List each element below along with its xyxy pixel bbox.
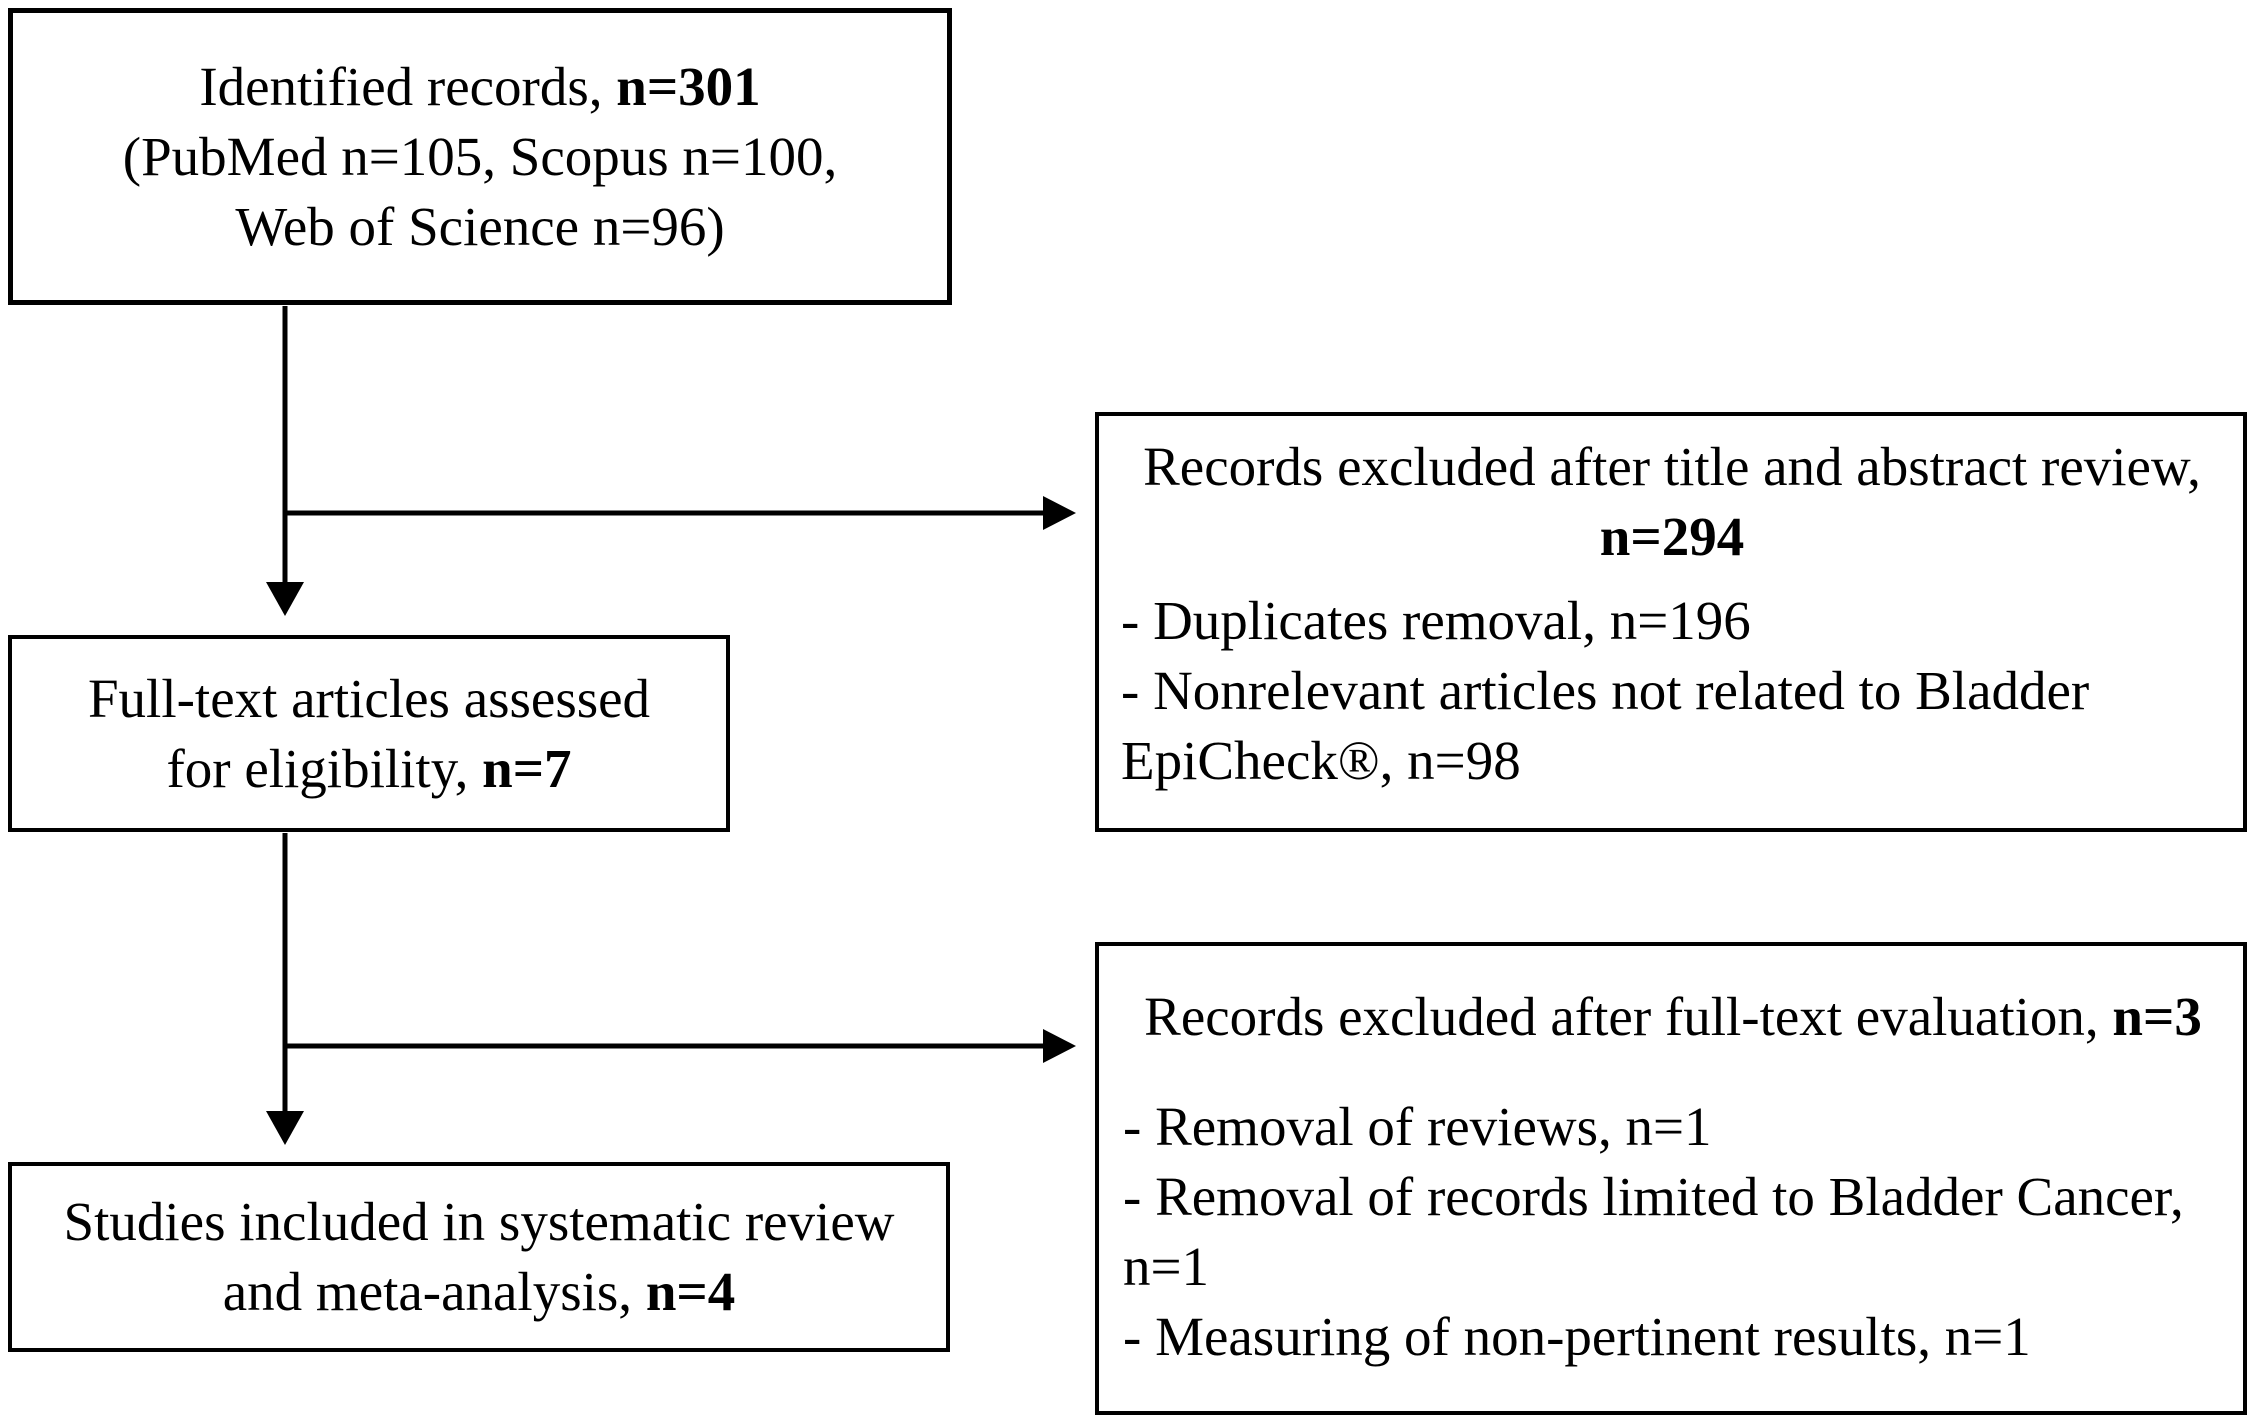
identified-records-box: Identified records, n=301 (PubMed n=105,…	[8, 8, 952, 305]
identified-records-line3: Web of Science n=96)	[235, 195, 725, 257]
fulltext-assessed-line1: Full-text articles assessed	[87, 667, 651, 729]
arrow-identified-to-fulltext	[266, 306, 304, 616]
excluded-fulltext-header: Records excluded after full-text evaluat…	[1123, 982, 2223, 1052]
arrow-branch-to-excluded-title-abstract	[285, 496, 1076, 530]
excluded-fulltext-box: Records excluded after full-text evaluat…	[1095, 942, 2247, 1415]
excluded-fulltext-bullet: - Removal of records limited to Bladder …	[1123, 1166, 2184, 1297]
fulltext-assessed-box: Full-text articles assessed for eligibil…	[8, 635, 730, 832]
arrow-fulltext-to-included	[266, 833, 304, 1145]
excluded-fulltext-header-text: Records excluded after full-text evaluat…	[1144, 986, 2099, 1047]
excluded-fulltext-count: n=3	[2112, 986, 2202, 1047]
included-studies-line1: Studies included in systematic review	[63, 1191, 895, 1252]
included-studies-line2: and meta-analysis, n=4	[223, 1257, 736, 1327]
excluded-title-abstract-count: n=294	[1599, 506, 1745, 567]
excluded-title-abstract-box: Records excluded after title and abstrac…	[1095, 412, 2247, 832]
identified-records-line2: (PubMed n=105, Scopus n=100,	[122, 125, 838, 187]
fulltext-assessed-count: n=7	[482, 737, 572, 799]
fulltext-assessed-line2: for eligibility, n=7	[166, 734, 571, 804]
excluded-title-abstract-header: Records excluded after title and abstrac…	[1143, 436, 2201, 497]
spacer	[1123, 1052, 2223, 1092]
excluded-title-abstract-bullet: - Nonrelevant articles not related to Bl…	[1121, 660, 2090, 791]
identified-records-text: Identified records,	[199, 55, 603, 117]
excluded-fulltext-bullet: - Measuring of non-pertinent results, n=…	[1123, 1306, 2031, 1367]
included-studies-count: n=4	[645, 1261, 736, 1322]
excluded-fulltext-bullet: - Removal of reviews, n=1	[1123, 1096, 1712, 1157]
excluded-title-abstract-bullet: - Duplicates removal, n=196	[1121, 590, 1751, 651]
included-studies-text: and meta-analysis,	[222, 1261, 633, 1322]
fulltext-assessed-text: for eligibility,	[166, 737, 469, 799]
arrow-branch-to-excluded-fulltext	[285, 1029, 1076, 1063]
included-studies-box: Studies included in systematic review an…	[8, 1162, 950, 1352]
identified-records-count: n=301	[616, 55, 761, 117]
identified-records-line1: Identified records, n=301	[199, 52, 760, 122]
